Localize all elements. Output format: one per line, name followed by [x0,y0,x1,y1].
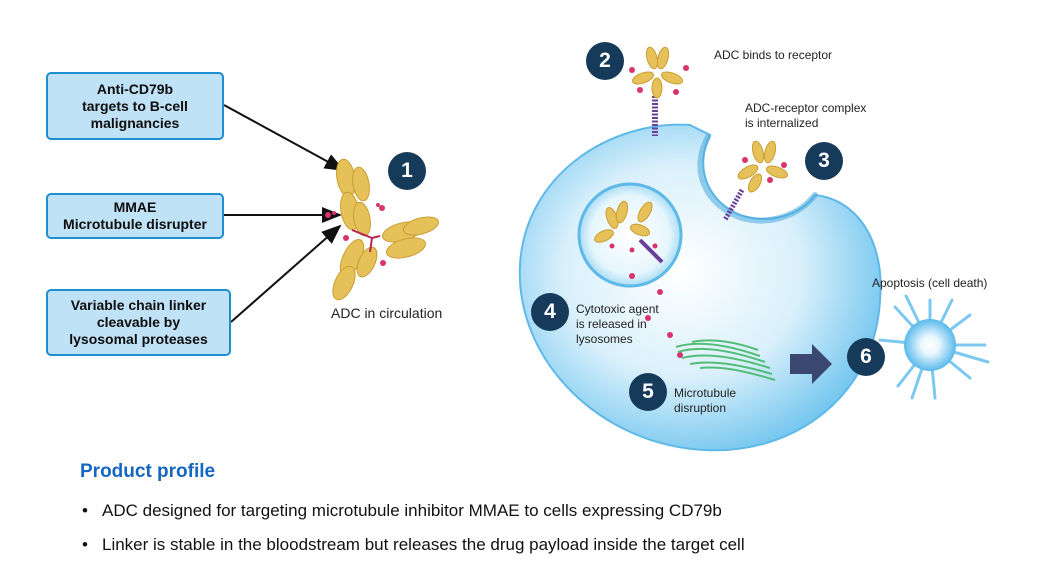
adc-antibody [325,158,440,301]
step-5-badge: 5 [629,373,667,411]
step-4-badge: 4 [531,293,569,331]
microtubule-fragments [675,339,776,381]
internalized-adc [722,140,788,222]
linker-info-box: Variable chain linker cleavable by lysos… [46,289,231,356]
step-3-badge: 3 [805,142,843,180]
profile-bullet: Linker is stable in the bloodstream but … [80,535,745,555]
step-1-label: ADC in circulation [331,305,443,321]
step-6-label: Apoptosis (cell death) [872,276,988,290]
arrow-target [223,104,345,171]
target-info-box: Anti-CD79b targets to B-cell malignancie… [46,72,224,140]
profile-title: Product profile [80,461,216,482]
step-5-label: Microtubule disruption [674,386,737,415]
connector-arrows [223,104,345,323]
profile-bullet: ADC designed for targeting microtubule i… [80,501,745,521]
step-3-label: ADC-receptor complex is internalized [745,101,867,130]
step-2-badge: 2 [586,42,624,80]
step-2-label: ADC binds to receptor [714,48,833,62]
released-payload [629,273,683,358]
step-1-badge: 1 [388,152,426,190]
payload-info-box: MMAE Microtubule disrupter [46,193,224,239]
apoptosis-arrow [790,344,832,384]
profile-bullet-list: ADC designed for targeting microtubule i… [80,501,745,569]
step-6-badge: 6 [847,338,885,376]
lysosome [577,182,683,288]
arrow-linker [230,224,342,323]
receptor-adc-surface [629,46,689,136]
step-4-label: Cytotoxic agent is released in lysosomes [576,302,659,346]
apoptotic-cell [878,294,990,400]
